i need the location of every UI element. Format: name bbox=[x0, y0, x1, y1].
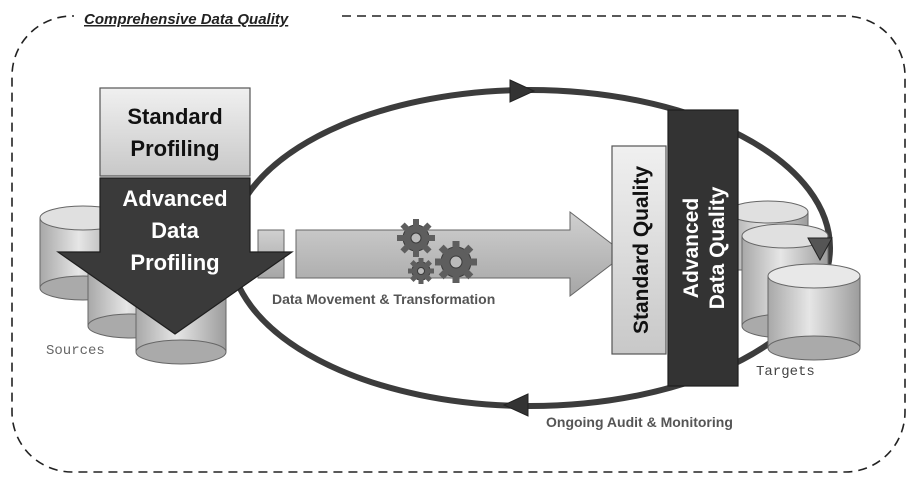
standard-profiling-box: Standard Profiling bbox=[99, 87, 251, 177]
targets-label: Targets bbox=[756, 364, 815, 380]
advanced-profiling-line3: Profiling bbox=[130, 250, 219, 275]
arrow-down-icon bbox=[807, 237, 833, 262]
cycle-arrowheads bbox=[502, 79, 833, 417]
advanced-profiling-line1: Advanced bbox=[122, 186, 227, 211]
advanced-profiling-line2: Data bbox=[151, 218, 199, 243]
data-movement-arrow-icon bbox=[257, 210, 626, 298]
audit-monitoring-label: Ongoing Audit & Monitoring bbox=[546, 414, 733, 430]
standard-profiling-line2: Profiling bbox=[130, 136, 219, 161]
targets-database-icon bbox=[727, 200, 861, 361]
data-movement-label: Data Movement & Transformation bbox=[272, 291, 495, 307]
advanced-profiling-arrow-icon: Advanced Data Profiling bbox=[56, 177, 294, 335]
outer-frame: Comprehensive Data Quality bbox=[11, 6, 906, 473]
standard-profiling-line1: Standard bbox=[127, 104, 222, 129]
advanced-quality-box: Advanced Data Quality bbox=[667, 109, 739, 387]
advanced-quality-line2: Data Quality bbox=[706, 186, 729, 309]
database-icon bbox=[767, 263, 861, 361]
advanced-quality-line1: Advanced bbox=[680, 198, 703, 298]
sources-label: Sources bbox=[46, 343, 105, 359]
standard-quality-label: Standard Quality bbox=[630, 166, 653, 334]
arrow-left-icon bbox=[502, 393, 529, 417]
frame-title: Comprehensive Data Quality bbox=[84, 11, 289, 28]
gears-icon bbox=[397, 219, 477, 284]
arrow-right-icon bbox=[509, 79, 536, 103]
standard-quality-box: Standard Quality bbox=[611, 145, 667, 355]
